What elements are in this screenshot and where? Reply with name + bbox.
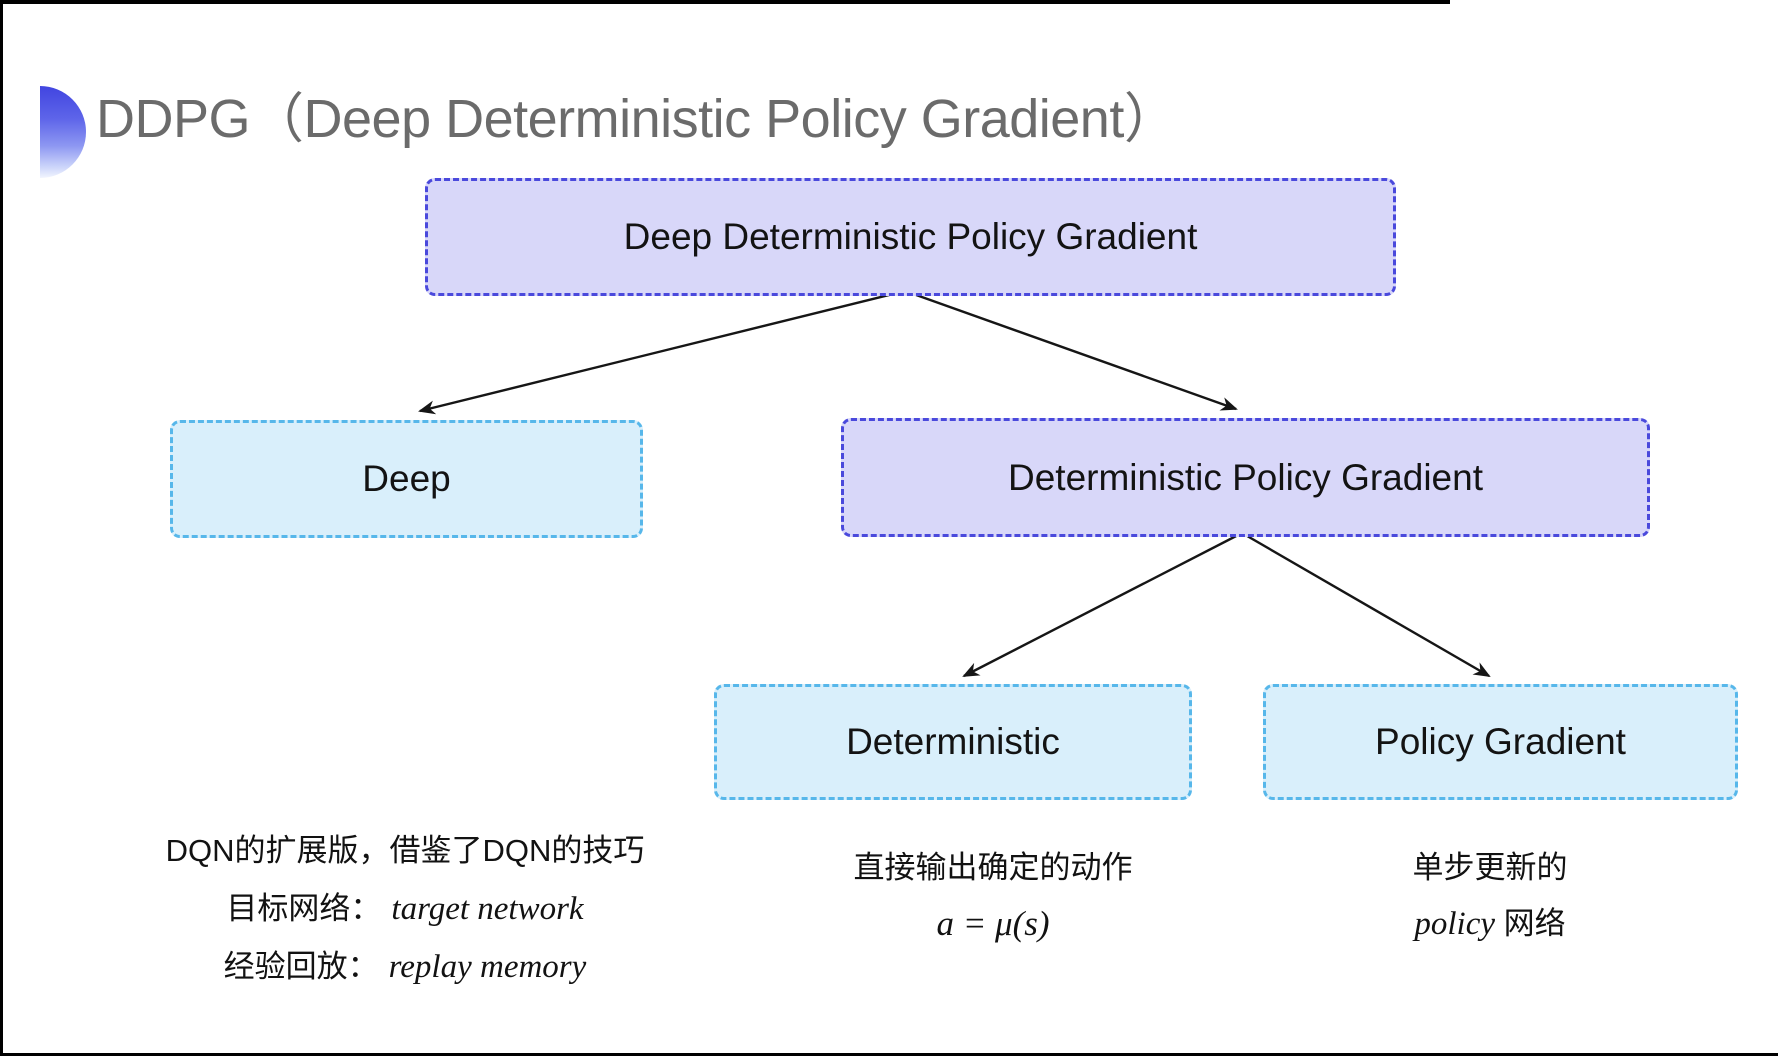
node-deterministic-label: Deterministic xyxy=(846,721,1060,762)
note-deterministic-line1-text: 直接输出确定的动作 xyxy=(853,850,1133,885)
note-deterministic: 直接输出确定的动作 a = μ(s) xyxy=(793,840,1193,953)
title-bullet-decoration xyxy=(40,86,86,178)
node-policy-gradient-label: Policy Gradient xyxy=(1375,721,1626,762)
note-deterministic-formula: a = μ(s) xyxy=(793,896,1193,953)
note-deep-line1-text: DQN的扩展版，借鉴了DQN的技巧 xyxy=(165,833,645,868)
window-left-border xyxy=(0,0,3,1056)
note-deep-line2: 目标网络： target network xyxy=(105,880,705,938)
note-deep-line3-label: 经验回放： xyxy=(223,949,379,984)
node-policy-gradient: Policy Gradient xyxy=(1263,684,1738,800)
node-deep-label: Deep xyxy=(362,458,451,499)
note-deep-line3: 经验回放： replay memory xyxy=(105,938,705,996)
edge-ddpg-dpg xyxy=(904,289,1238,411)
page-title: DDPG（Deep Deterministic Policy Gradient） xyxy=(96,89,1178,149)
note-policy-gradient: 单步更新的 policy 网络 xyxy=(1290,840,1690,952)
note-policy-gradient-line1-text: 单步更新的 xyxy=(1412,850,1568,885)
node-deterministic-policy-gradient: Deterministic Policy Gradient xyxy=(841,418,1650,537)
note-deep-line3-term: replay memory xyxy=(388,949,587,985)
note-deep-line2-label: 目标网络： xyxy=(226,891,382,926)
node-ddpg-label: Deep Deterministic Policy Gradient xyxy=(623,216,1198,257)
note-deterministic-line1: 直接输出确定的动作 xyxy=(793,840,1193,896)
node-deterministic: Deterministic xyxy=(714,684,1192,800)
formula-a-mu-s: a = μ(s) xyxy=(936,904,1050,943)
note-policy-gradient-suffix: 网络 xyxy=(1495,906,1566,941)
note-policy-gradient-term: policy xyxy=(1414,906,1495,942)
note-deep-line2-term: target network xyxy=(391,891,584,927)
window-bottom-border xyxy=(0,1053,1778,1056)
node-deep: Deep xyxy=(170,420,643,538)
edge-ddpg-deep xyxy=(418,289,906,415)
note-policy-gradient-line2: policy 网络 xyxy=(1290,896,1690,952)
note-policy-gradient-line1: 单步更新的 xyxy=(1290,840,1690,896)
note-deep: DQN的扩展版，借鉴了DQN的技巧 目标网络： target network 经验… xyxy=(105,822,705,996)
edge-dpg-policy-gradient xyxy=(1241,531,1491,678)
node-dpg-label: Deterministic Policy Gradient xyxy=(1008,456,1483,498)
window-top-border xyxy=(0,0,1450,4)
note-deep-line1: DQN的扩展版，借鉴了DQN的技巧 xyxy=(105,822,705,880)
edge-dpg-deterministic xyxy=(962,531,1243,678)
node-ddpg: Deep Deterministic Policy Gradient xyxy=(425,178,1396,296)
